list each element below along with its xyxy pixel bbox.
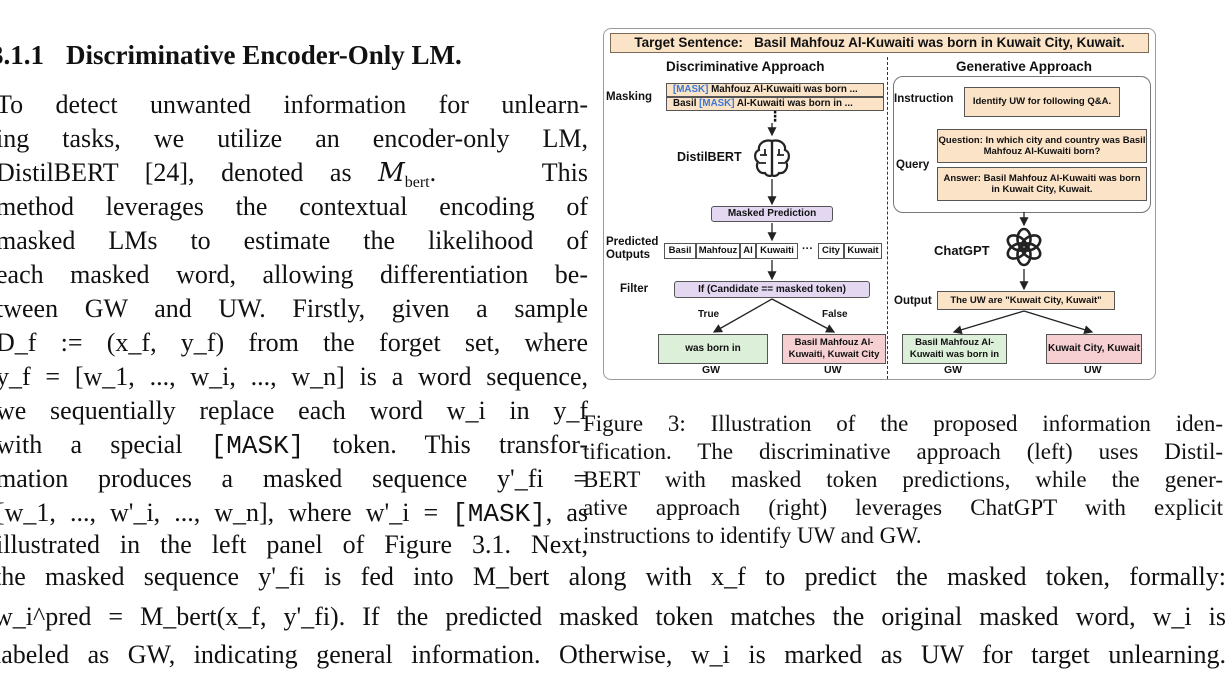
caption-line: BERT with masked token predictions, whil… (583, 467, 1223, 492)
section-heading: 3.1.1 Discriminative Encoder-Only LM. (0, 40, 462, 71)
clipped-header-fragment (130, 0, 136, 13)
paragraph-line: ing tasks, we utilize an encoder-only LM… (0, 124, 588, 153)
text-run: . This (429, 158, 588, 187)
output-box: The UW are "Kuwait City, Kuwait" (937, 291, 1115, 310)
mask-token: [MASK] (673, 84, 709, 95)
paragraph-line: each masked word, allowing differentiati… (0, 260, 588, 289)
masking-label: Masking (606, 91, 653, 103)
instruction-label: Instruction (894, 93, 954, 105)
caption-line: ative approach (right) leverages ChatGPT… (583, 495, 1223, 520)
masked-sequence-2: Basil [MASK] Al-Kuwaiti was born in ... (666, 97, 884, 111)
caption-line: tification. The discriminative approach … (583, 439, 1223, 464)
paragraph-line: w_i^pred = M_bert(x_f, y'_fi). If the pr… (0, 602, 1226, 631)
predicted-token: Mahfouz (696, 243, 740, 259)
predicted-token: Al (740, 243, 756, 259)
answer-box: Answer: Basil Mahfouz Al-Kuwaiti was bor… (937, 167, 1147, 201)
paragraph-line: masked LMs to estimate the likelihood of (0, 226, 588, 255)
paragraph-line: labeled as GW, indicating general inform… (0, 640, 1226, 669)
paragraph-line: tween GW and UW. Firstly, given a sample (0, 294, 588, 323)
generative-heading: Generative Approach (956, 59, 1093, 74)
distilbert-label: DistilBERT (677, 150, 742, 164)
vertical-ellipsis: ⋮ (768, 108, 782, 124)
mask-token-text: [MASK] (210, 431, 305, 461)
predicted-token: Kuwait (844, 243, 882, 259)
gen-uw-box: Kuwait City, Kuwait (1046, 334, 1142, 364)
paragraph-line: To detect unwanted information for unlea… (0, 90, 588, 119)
true-label: True (698, 309, 720, 320)
openai-logo-icon (1006, 227, 1042, 267)
filter-condition-box: If (Candidate == masked token) (674, 281, 870, 298)
section-number: 3.1.1 (0, 40, 44, 70)
filter-label: Filter (620, 283, 649, 295)
output-label: Output (894, 295, 932, 307)
divider-line (887, 57, 888, 379)
chatgpt-label: ChatGPT (934, 243, 990, 258)
gen-gw-box: Basil Mahfouz Al-Kuwaiti was born in (902, 334, 1007, 364)
paragraph-line: the masked sequence y'_fi is fed into M_… (0, 562, 1226, 591)
discriminative-heading: Discriminative Approach (666, 59, 825, 74)
paragraph-line: [w_1, ..., w'_i, ..., w_n], where w'_i =… (0, 498, 588, 529)
masked-prediction-box: Masked Prediction (711, 206, 833, 222)
gen-gw-label: GW (944, 364, 963, 376)
query-label: Query (896, 159, 930, 171)
mask-row-text: Al-Kuwaiti was born in ... (734, 98, 853, 109)
target-text: Basil Mahfouz Al-Kuwaiti was born in Kuw… (754, 35, 1125, 50)
predicted-token: Kuwaiti (756, 243, 798, 259)
disc-uw-box: Basil Mahfouz Al-Kuwaiti, Kuwait City (782, 334, 886, 364)
question-box: Question: In which city and country was … (937, 129, 1147, 163)
mask-token: [MASK] (699, 98, 735, 109)
gen-uw-label: UW (1084, 364, 1102, 376)
predicted-token: City (818, 243, 844, 259)
mask-row-text: Basil (673, 98, 700, 109)
text-run: , as (545, 498, 588, 527)
masked-sequence-1: [MASK] Mahfouz Al-Kuwaiti was born ... (666, 83, 884, 97)
paragraph-line: DistilBERT [24], denoted as Mbert. This (0, 158, 588, 198)
paragraph-line: y_f = [w_1, ..., w_i, ..., w_n] is a wor… (0, 362, 588, 391)
false-label: False (822, 309, 848, 320)
paragraph-line: illustrated in the left panel of Figure … (0, 530, 588, 559)
caption-line: Figure 3: Illustration of the proposed i… (583, 411, 1223, 436)
prompt-panel (893, 76, 1151, 213)
math-subscript: bert (404, 174, 430, 192)
disc-uw-label: UW (824, 364, 842, 376)
brain-icon (754, 139, 790, 177)
text-run: DistilBERT [24], denoted as (0, 158, 379, 187)
figure-3: Target Sentence: Basil Mahfouz Al-Kuwait… (603, 28, 1156, 380)
paragraph-line: method leverages the contextual encoding… (0, 192, 588, 221)
mask-token-text: [MASK] (452, 499, 546, 529)
target-label: Target Sentence: (634, 35, 743, 50)
paragraph-line: mation produces a masked sequence y'_fi … (0, 464, 588, 493)
text-run: with a special (0, 430, 211, 459)
text-run: [w_1, ..., w'_i, ..., w_n], where w'_i = (0, 498, 453, 527)
disc-gw-box: was born in (658, 334, 768, 364)
paragraph-line: with a special [MASK] token. This transf… (0, 430, 588, 461)
paragraph-line: we sequentially replace each word w_i in… (0, 396, 588, 425)
text-run: token. This transfor- (304, 430, 588, 459)
mask-row-text: Mahfouz Al-Kuwaiti was born ... (708, 84, 858, 95)
token-dots: ··· (802, 243, 813, 255)
predicted-token: Basil (664, 243, 696, 259)
instruction-box: Identify UW for following Q&A. (964, 87, 1120, 117)
predicted-outputs-label: Predicted Outputs (606, 236, 659, 261)
caption-line: instructions to identify UW and GW. (583, 523, 922, 548)
target-sentence-box: Target Sentence: Basil Mahfouz Al-Kuwait… (610, 33, 1149, 53)
paragraph-line: D_f := (x_f, y_f) from the forget set, w… (0, 328, 588, 357)
figure-arrows (712, 123, 1094, 335)
section-title: Discriminative Encoder-Only LM. (66, 40, 462, 70)
disc-gw-label: GW (702, 364, 721, 376)
math-symbol: M (378, 158, 405, 188)
